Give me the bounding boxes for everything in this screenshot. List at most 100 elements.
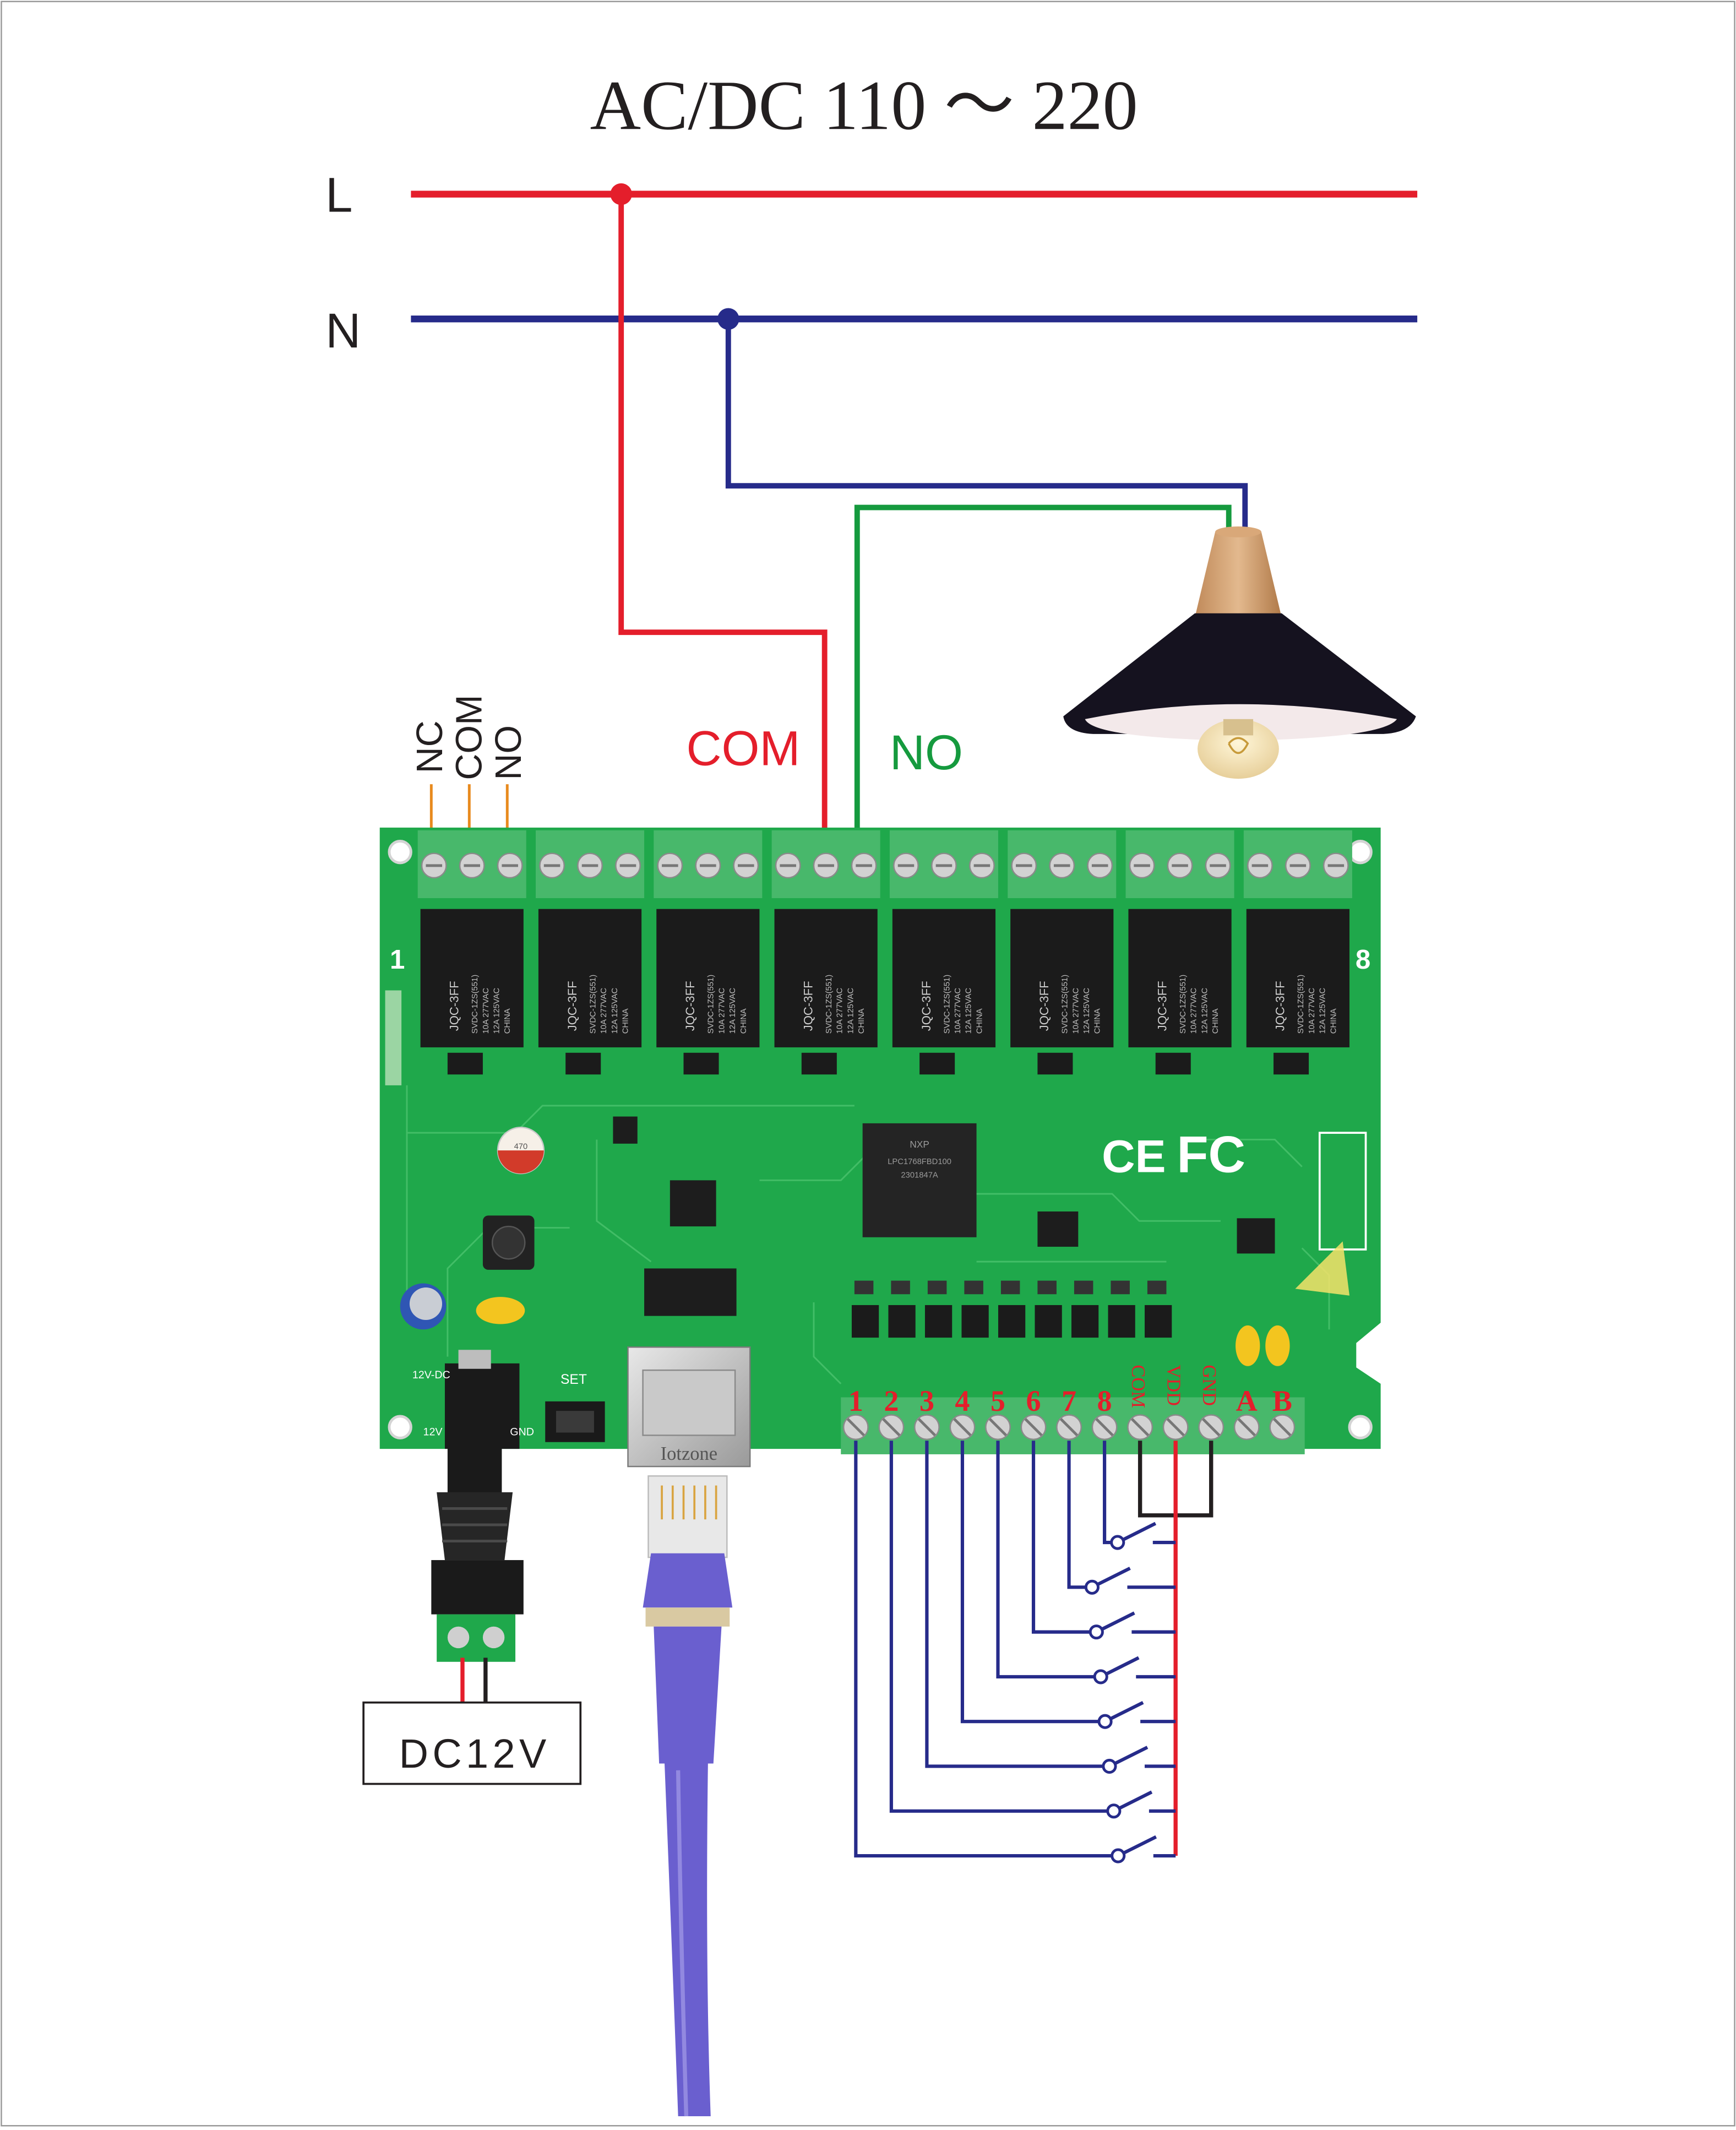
ic-small-1 xyxy=(670,1180,716,1227)
relay-spec-line: CHINA xyxy=(975,1008,984,1034)
switch-contact xyxy=(1097,1714,1113,1729)
screw-slot xyxy=(1202,1418,1221,1437)
relay-spec-line: CHINA xyxy=(857,1008,866,1034)
relay-spec-line: 10A 277VAC xyxy=(954,988,962,1034)
relay-body xyxy=(1128,909,1232,1047)
set-button[interactable] xyxy=(545,1401,605,1442)
relay-body xyxy=(420,909,524,1047)
ic-small-2 xyxy=(1037,1211,1079,1247)
ce-mark: CE xyxy=(1102,1131,1166,1182)
relay-spec-line: CHINA xyxy=(503,1008,512,1034)
set-button-label: SET xyxy=(560,1372,587,1387)
nc-terminal-label: NC xyxy=(410,720,450,773)
relay-model: JQC-3FF xyxy=(565,981,579,1031)
input-switch-8 xyxy=(1103,1441,1176,1550)
relay-spec-line: SVDC-1ZS(551) xyxy=(589,975,597,1034)
input-switch-7 xyxy=(1067,1441,1176,1595)
switch-contact xyxy=(1102,1758,1117,1774)
input-switch-wiring xyxy=(854,1441,1213,1863)
relay-spec-line: SVDC-1ZS(551) xyxy=(707,975,716,1034)
switch-input-wire xyxy=(1031,1441,1091,1634)
side-header xyxy=(385,990,402,1085)
input-label-gnd: GND xyxy=(1199,1365,1220,1406)
relay-spec-line: 10A 277VAC xyxy=(482,988,491,1034)
dc-supply-box xyxy=(362,1701,582,1785)
mcu-brand: NXP xyxy=(910,1139,929,1150)
screw-slot xyxy=(1095,1418,1114,1437)
relay-driver xyxy=(447,1052,483,1075)
switch-input-wire xyxy=(960,1441,1100,1724)
resistor xyxy=(1037,1280,1057,1295)
svg-text:470: 470 xyxy=(514,1143,528,1151)
resistor xyxy=(964,1280,983,1295)
input-switch-1 xyxy=(854,1441,1176,1863)
mcu-lot: 2301847A xyxy=(901,1171,938,1180)
ceramic-cap-right-2 xyxy=(1265,1325,1290,1366)
fc-mark: FC xyxy=(1177,1126,1245,1183)
relay-spec-line: 12A 125VAC xyxy=(1319,988,1327,1034)
regulator xyxy=(613,1116,638,1144)
input-switch-2 xyxy=(889,1441,1176,1819)
screw-slot xyxy=(1024,1418,1043,1437)
relay-driver xyxy=(683,1052,719,1075)
ic-rs485 xyxy=(644,1268,737,1316)
input-label-4: 4 xyxy=(955,1384,970,1417)
rj45-brand-label: Iotzone xyxy=(661,1443,717,1464)
channel-last-label: 8 xyxy=(1356,944,1370,975)
optocoupler xyxy=(1035,1305,1062,1338)
input-switch-6 xyxy=(1031,1441,1176,1640)
input-label-3: 3 xyxy=(919,1384,934,1417)
optocoupler xyxy=(851,1305,879,1338)
relay-driver xyxy=(919,1052,955,1075)
input-label-b: B xyxy=(1272,1384,1292,1417)
relay-body xyxy=(892,909,996,1047)
relay-spec-line: 10A 277VAC xyxy=(1071,988,1080,1034)
com-callout-label: COM xyxy=(686,721,800,776)
relay-spec-line: 12A 125VAC xyxy=(1200,988,1209,1034)
relay-spec-line: CHINA xyxy=(1329,1008,1338,1034)
esd-warning-icon xyxy=(1295,1241,1349,1296)
switch-input-wire xyxy=(889,1441,1108,1813)
electrolytic-capacitor-blue xyxy=(400,1283,447,1330)
relay-model: JQC-3FF xyxy=(802,981,815,1031)
switch-contact xyxy=(1111,1848,1126,1863)
ceramic-cap-right-1 xyxy=(1236,1325,1260,1366)
rj45-port[interactable] xyxy=(627,1346,751,1468)
switch-lever xyxy=(1118,1790,1153,1810)
relay-spec-line: SVDC-1ZS(551) xyxy=(1061,975,1070,1034)
switch-contact xyxy=(1110,1535,1125,1550)
switch-lever xyxy=(1122,1522,1157,1541)
screw-slot xyxy=(1060,1418,1079,1437)
resistor xyxy=(1074,1280,1093,1295)
relay-driver xyxy=(801,1052,837,1075)
vin-small-label: 12V xyxy=(423,1426,443,1438)
resistor xyxy=(1000,1280,1020,1295)
relay-spec-line: 10A 277VAC xyxy=(836,988,845,1034)
relay-body xyxy=(656,909,760,1047)
mcu-part: LPC1768FBD100 xyxy=(888,1158,951,1166)
no-callout-label: NO xyxy=(890,725,963,780)
resistor xyxy=(927,1280,947,1295)
optocoupler xyxy=(998,1305,1026,1338)
switch-input-wire xyxy=(925,1441,1104,1768)
screw-slot xyxy=(882,1418,901,1437)
optocoupler xyxy=(1108,1305,1135,1338)
optocoupler xyxy=(1145,1305,1172,1338)
switch-contact xyxy=(1084,1579,1100,1595)
resistor xyxy=(854,1280,874,1295)
relay-spec-line: 12A 125VAC xyxy=(728,988,737,1034)
relay-body xyxy=(774,909,878,1047)
relay-driver xyxy=(565,1052,601,1075)
switch-contact xyxy=(1089,1624,1104,1640)
relay-body xyxy=(1246,909,1349,1047)
input-label-com: COM xyxy=(1128,1365,1149,1408)
mcu-chip: NXP LPC1768FBD100 2301847A xyxy=(862,1123,977,1237)
optocoupler xyxy=(1071,1305,1099,1338)
input-label-vdd: VDD xyxy=(1163,1365,1184,1406)
relay-spec-line: SVDC-1ZS(551) xyxy=(1179,975,1188,1034)
screw-slot xyxy=(1131,1418,1150,1437)
